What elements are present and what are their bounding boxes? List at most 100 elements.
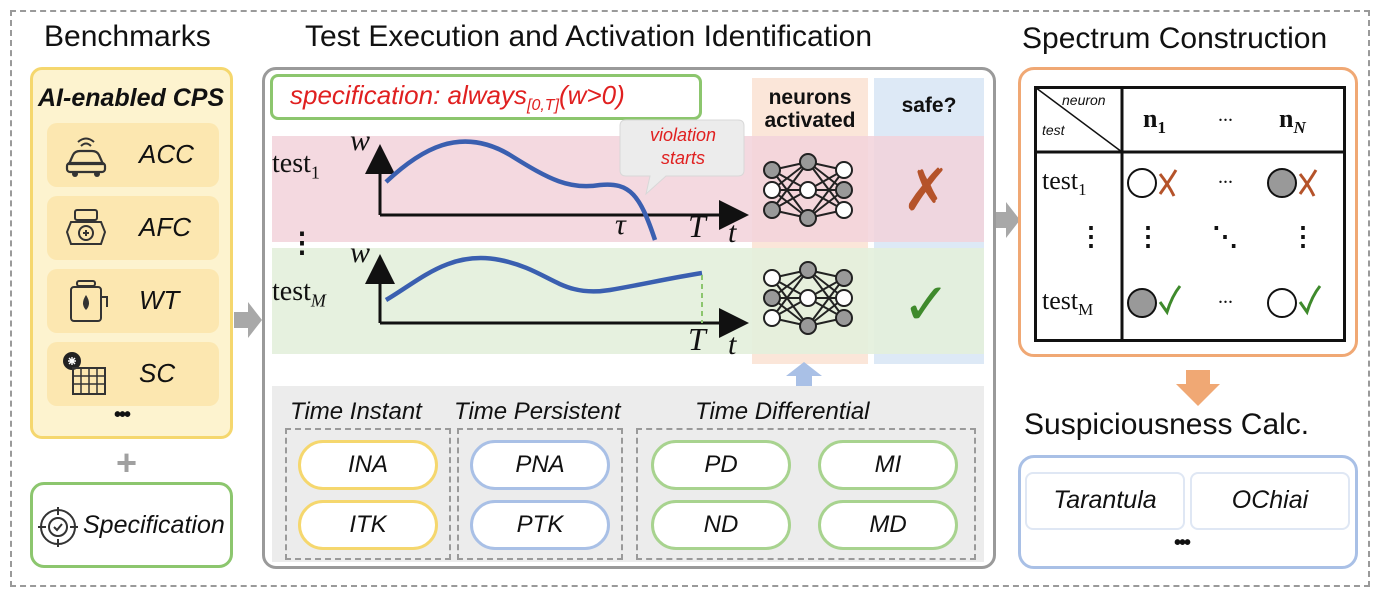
safe-header: safe? bbox=[901, 94, 957, 117]
cell-hdots: ... bbox=[1218, 286, 1233, 308]
col-n1-text: n bbox=[1143, 104, 1158, 133]
violation-callout bbox=[619, 119, 745, 196]
arrow-right-icon bbox=[234, 302, 262, 338]
testM-label-sub: M bbox=[310, 290, 326, 311]
method-tarantula bbox=[1025, 472, 1185, 530]
time-instant-group bbox=[285, 428, 451, 560]
suspiciousness-more: ••• bbox=[1174, 532, 1191, 554]
axis-t-label: t bbox=[728, 216, 737, 249]
time-differential-group bbox=[636, 428, 976, 560]
benchmark-label: SC bbox=[139, 358, 176, 388]
violation-line1: violation bbox=[649, 125, 717, 145]
active-neuron-circle bbox=[1127, 288, 1157, 318]
corner-test-label: test bbox=[1042, 122, 1065, 138]
criterion-pna: PNA bbox=[470, 440, 610, 490]
active-neuron-circle bbox=[1267, 168, 1297, 198]
test1-label: test1 bbox=[272, 148, 320, 184]
cross-mark bbox=[1298, 169, 1318, 197]
spectrum-cells bbox=[1127, 168, 1322, 318]
criterion-mi: MI bbox=[818, 440, 958, 490]
cell-ddots: ⋱ bbox=[1212, 222, 1238, 251]
row-test1-sub: 1 bbox=[1078, 180, 1087, 200]
benchmark-label: AFC bbox=[139, 212, 191, 242]
arrow-down-icon bbox=[1176, 370, 1220, 406]
engine-icon bbox=[65, 209, 107, 245]
neurons-header: neurons activated bbox=[752, 86, 868, 132]
row-testM-label: testM bbox=[1042, 286, 1093, 320]
axis-w-label: w bbox=[350, 236, 371, 269]
safe-check-icon: ✓ bbox=[902, 270, 951, 338]
execution-title: Test Execution and Activation Identifica… bbox=[305, 20, 873, 53]
benchmark-afc: AFC bbox=[47, 196, 219, 260]
neural-network-icon bbox=[763, 153, 853, 227]
neurons-header-line2: activated bbox=[764, 109, 856, 132]
criterion-pd: PD bbox=[651, 440, 791, 490]
test1-label-sub: 1 bbox=[310, 162, 320, 183]
col-n1-sub: 1 bbox=[1157, 118, 1166, 138]
tau-label: τ bbox=[615, 208, 626, 241]
time-persistent-group bbox=[457, 428, 623, 560]
violation-line2: starts bbox=[660, 148, 705, 168]
method-ochiai bbox=[1190, 472, 1350, 530]
testM-label: testM bbox=[272, 276, 326, 312]
inactive-neuron-circle bbox=[1127, 168, 1157, 198]
cell-vdots: ⋮ bbox=[1290, 222, 1316, 251]
corner-neuron-label: neuron bbox=[1062, 92, 1106, 108]
testM-label-text: test bbox=[272, 276, 311, 307]
benchmarks-title: Benchmarks bbox=[44, 20, 211, 53]
row-test1-text: test bbox=[1042, 166, 1079, 195]
unsafe-cross-icon: ✗ bbox=[902, 156, 951, 224]
criterion-ptk: PTK bbox=[470, 500, 610, 550]
benchmarks-more: ••• bbox=[114, 404, 131, 426]
inactive-neuron-circle bbox=[1267, 288, 1297, 318]
suspiciousness-panel bbox=[1018, 455, 1358, 569]
test1-signal-curve bbox=[384, 139, 658, 241]
criterion-itk: ITK bbox=[298, 500, 438, 550]
car-sensor-icon bbox=[65, 137, 107, 177]
specification-label: Specification bbox=[83, 511, 225, 539]
axis-w-label: w bbox=[350, 124, 371, 157]
check-mark bbox=[1158, 285, 1182, 316]
target-gear-icon bbox=[38, 507, 78, 547]
criterion-nd: ND bbox=[651, 500, 791, 550]
benchmark-label: ACC bbox=[139, 139, 194, 169]
benchmark-sc: SC bbox=[47, 342, 219, 406]
testM-signal-curve bbox=[384, 255, 703, 302]
axis-T-label: T bbox=[688, 321, 706, 357]
spectrum-panel bbox=[1018, 67, 1358, 357]
method-tarantula-label: Tarantula bbox=[1053, 486, 1157, 514]
spectrum-table-lines bbox=[1034, 86, 1346, 342]
benchmark-label: WT bbox=[139, 285, 180, 315]
solar-cooling-icon bbox=[63, 352, 106, 395]
axis-t-label: t bbox=[728, 328, 737, 361]
cell-vdots: ⋮ bbox=[1135, 222, 1161, 251]
neurons-header-line1: neurons bbox=[768, 86, 852, 109]
spec-prefix: specification: always bbox=[290, 80, 527, 110]
row-testM-text: test bbox=[1042, 286, 1079, 315]
col-nN-sub: N bbox=[1293, 118, 1306, 138]
suspiciousness-title: Suspiciousness Calc. bbox=[1024, 408, 1310, 441]
check-mark bbox=[1298, 285, 1322, 316]
signal-plots bbox=[365, 139, 749, 338]
violation-text: violation starts bbox=[622, 124, 744, 170]
arrow-right-icon bbox=[996, 202, 1020, 238]
water-tank-icon bbox=[70, 280, 108, 322]
cross-mark bbox=[1158, 169, 1178, 197]
method-ochiai-label: OChiai bbox=[1231, 486, 1309, 514]
col-nN-header: nN bbox=[1279, 104, 1306, 138]
cell-hdots: ... bbox=[1218, 166, 1233, 188]
time-persistent-label: Time Persistent bbox=[454, 398, 621, 425]
col-n1-header: n1 bbox=[1143, 104, 1166, 138]
time-instant-label: Time Instant bbox=[290, 398, 422, 425]
specification-box bbox=[30, 482, 233, 568]
spec-suffix: (w>0) bbox=[559, 80, 625, 110]
arrow-up-icon bbox=[786, 362, 822, 386]
row-testM-sub: M bbox=[1078, 300, 1094, 320]
time-differential-label: Time Differential bbox=[695, 398, 870, 425]
row-vdots: ⋮ bbox=[1078, 222, 1104, 251]
col-nN-text: n bbox=[1279, 104, 1294, 133]
outer-frame bbox=[10, 10, 1370, 587]
spec-text: specification: always[0,T](w>0) bbox=[290, 80, 625, 115]
benchmark-wt: WT bbox=[47, 269, 219, 333]
test1-label-text: test bbox=[272, 148, 311, 179]
